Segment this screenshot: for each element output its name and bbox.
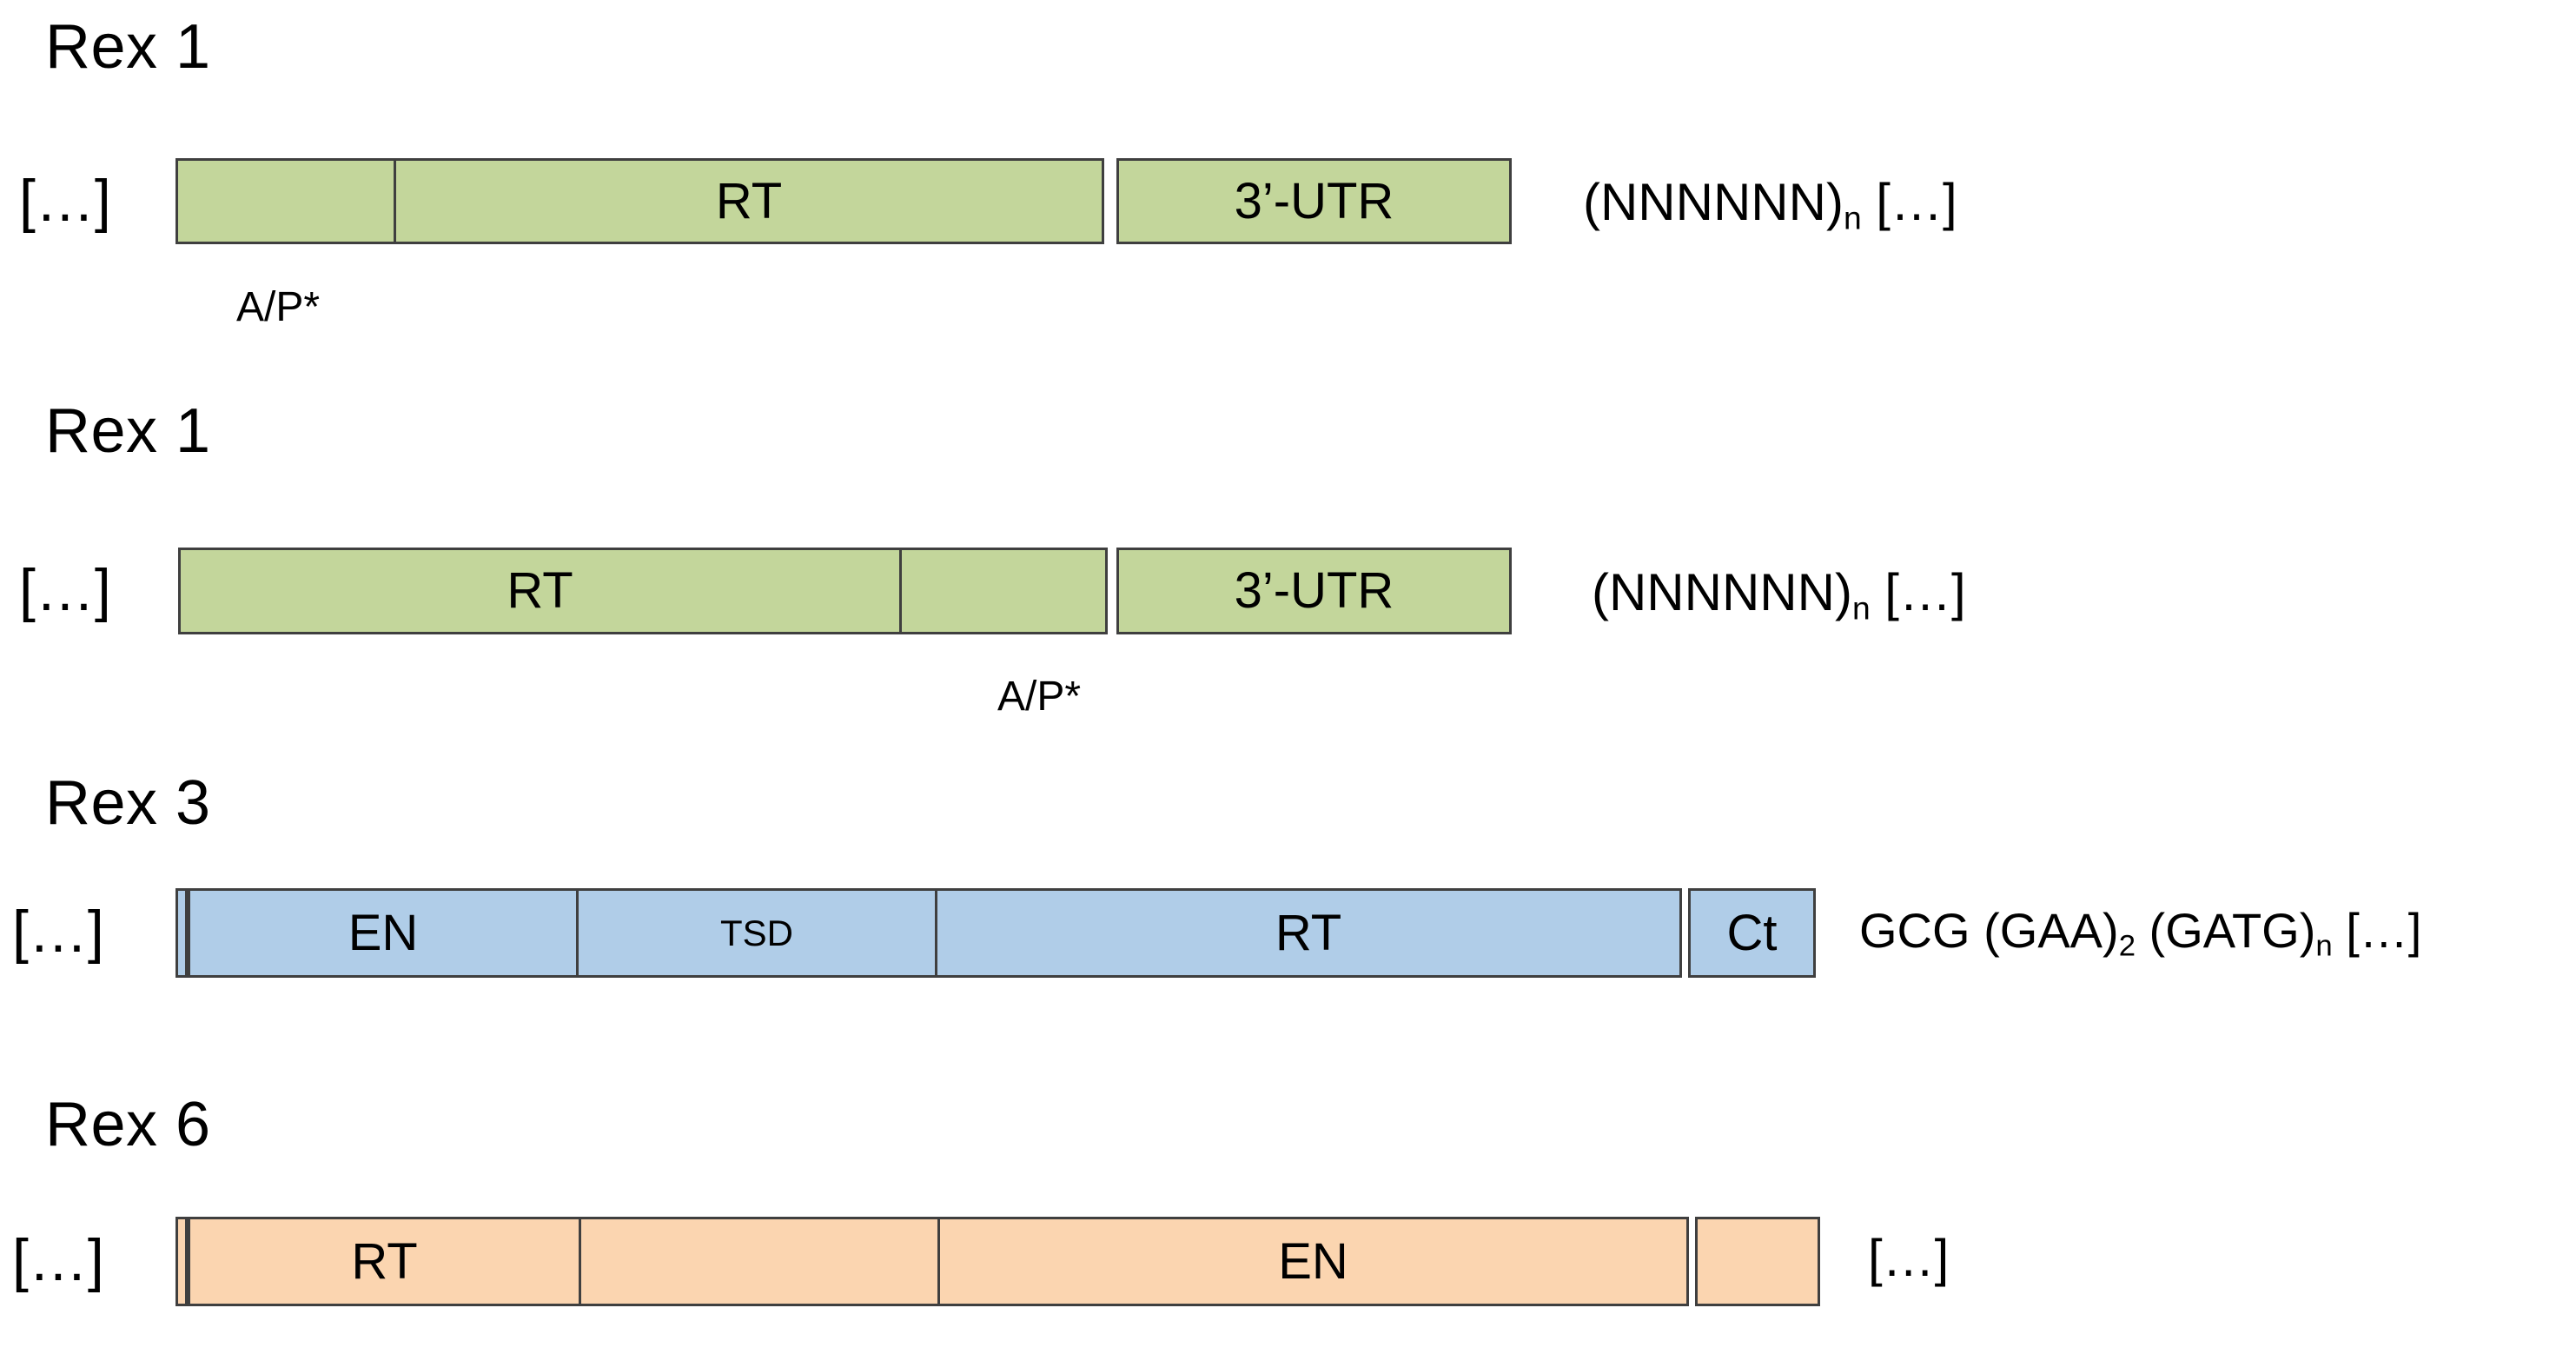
utr-segment-label: 3’-UTR	[1234, 562, 1394, 619]
row-title: Rex 3	[45, 768, 211, 838]
row-title: Rex 6	[45, 1090, 211, 1159]
right-sequence-subscript: n	[1843, 199, 1862, 236]
right-sequence-tail: […]	[1861, 173, 1957, 231]
element-bar: RT EN	[175, 1217, 1820, 1306]
diagram-row-rex6: Rex 6 […] RT EN […]	[0, 1086, 2576, 1361]
element-bar: RT 3’-UTR	[175, 158, 1512, 244]
rt-segment: RT	[188, 1217, 581, 1306]
right-sequence-main: (NNNNNN)	[1592, 563, 1852, 621]
five-prime-segment	[175, 1217, 188, 1306]
right-sequence-mid: (GATG)	[2136, 903, 2316, 958]
ct-segment: Ct	[1688, 888, 1816, 978]
rt-segment-label: RT	[351, 1232, 418, 1290]
right-sequence-subscript-2: n	[2315, 929, 2333, 963]
diagram-row-rex1-a: Rex 1 […] RT 3’-UTR A/P* (NNNNNN)n […]	[0, 0, 2576, 374]
diagram-row-rex3: Rex 3 […] EN TSD RT Ct GCG (GAA)2 (GATG)…	[0, 765, 2576, 1052]
utr-segment-label: 3’-UTR	[1234, 172, 1394, 229]
right-flank-sequence: (NNNNNN)n […]	[1592, 567, 1966, 625]
rt-segment: RT	[394, 158, 1104, 244]
ap-annotation-label: A/P*	[997, 674, 1082, 720]
ap-segment	[899, 548, 1108, 634]
right-sequence-tail: […]	[1870, 563, 1966, 621]
ap-segment	[175, 158, 396, 244]
ap-annotation-label: A/P*	[236, 284, 321, 330]
row-title: Rex 1	[45, 12, 211, 82]
rt-segment-label: RT	[1275, 904, 1342, 961]
right-sequence-subscript: 2	[2118, 929, 2136, 963]
left-flank-ellipsis: […]	[19, 168, 111, 234]
right-flank-sequence: GCG (GAA)2 (GATG)n […]	[1859, 903, 2422, 963]
tail-segment	[1695, 1217, 1820, 1306]
tsd-segment-label: TSD	[720, 912, 793, 953]
en-segment-label: EN	[348, 904, 419, 961]
left-flank-ellipsis: […]	[12, 1227, 104, 1293]
left-flank-ellipsis: […]	[19, 557, 111, 623]
spacer-segment	[579, 1217, 940, 1306]
en-segment: EN	[188, 888, 579, 978]
right-flank-sequence: (NNNNNN)n […]	[1583, 176, 1957, 235]
tsd-segment: TSD	[576, 888, 937, 978]
ct-segment-label: Ct	[1726, 904, 1778, 961]
five-prime-segment	[175, 888, 188, 978]
utr-segment: 3’-UTR	[1116, 158, 1512, 244]
right-sequence-main: GCG (GAA)	[1859, 903, 2119, 958]
left-flank-ellipsis: […]	[12, 899, 104, 965]
en-segment-label: EN	[1278, 1232, 1348, 1290]
right-sequence-tail: […]	[2332, 903, 2422, 958]
rt-segment-label: RT	[507, 562, 573, 619]
rt-segment: RT	[178, 548, 902, 634]
row-title: Rex 1	[45, 396, 211, 466]
en-segment: EN	[937, 1217, 1689, 1306]
rt-segment-label: RT	[715, 172, 783, 229]
right-sequence-main: (NNNNNN)	[1583, 173, 1844, 231]
right-sequence-subscript: n	[1851, 589, 1871, 627]
right-flank-ellipsis: […]	[1868, 1229, 1950, 1287]
utr-segment: 3’-UTR	[1116, 548, 1512, 634]
element-bar: EN TSD RT Ct	[175, 888, 1816, 978]
rt-segment: RT	[935, 888, 1682, 978]
element-bar: RT 3’-UTR	[178, 548, 1512, 634]
diagram-row-rex1-b: Rex 1 […] RT 3’-UTR A/P* (NNNNNN)n […]	[0, 382, 2576, 765]
